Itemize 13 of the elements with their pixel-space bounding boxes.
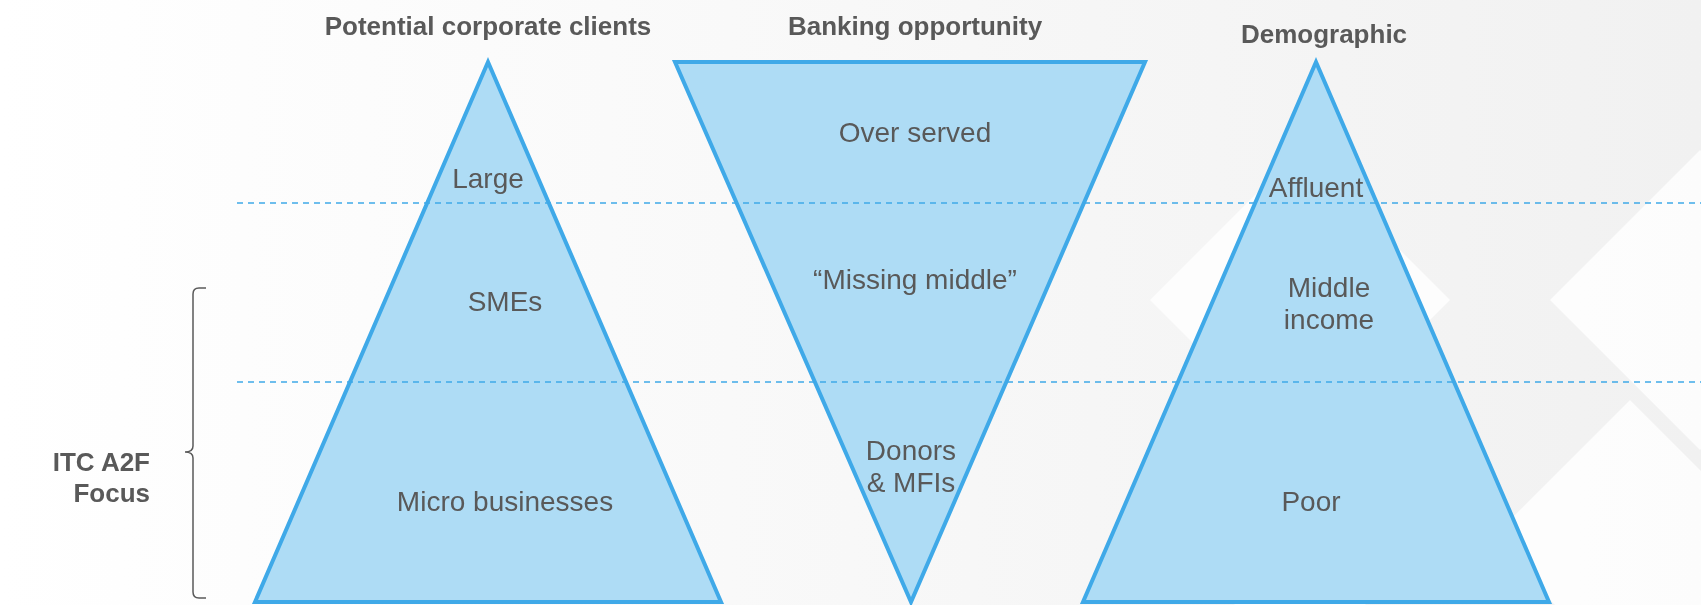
bracket-label: ITC A2F Focus <box>51 447 150 510</box>
tier-label: Poor <box>1281 485 1341 519</box>
column-heading: Demographic <box>1240 20 1408 50</box>
tier-label: Donors & MFIs <box>864 434 958 500</box>
tier-label: SMEs <box>467 285 543 319</box>
column-heading: Potential corporate clients <box>324 12 652 42</box>
tier-label: Middle income <box>1282 271 1376 337</box>
column-heading: Banking opportunity <box>787 12 1043 42</box>
tier-label: Affluent <box>1268 171 1364 205</box>
tier-label: Large <box>452 162 524 196</box>
tier-label: Micro businesses <box>396 485 614 519</box>
tier-label: “Missing middle” <box>813 263 1017 297</box>
tier-label: Over served <box>838 116 992 150</box>
